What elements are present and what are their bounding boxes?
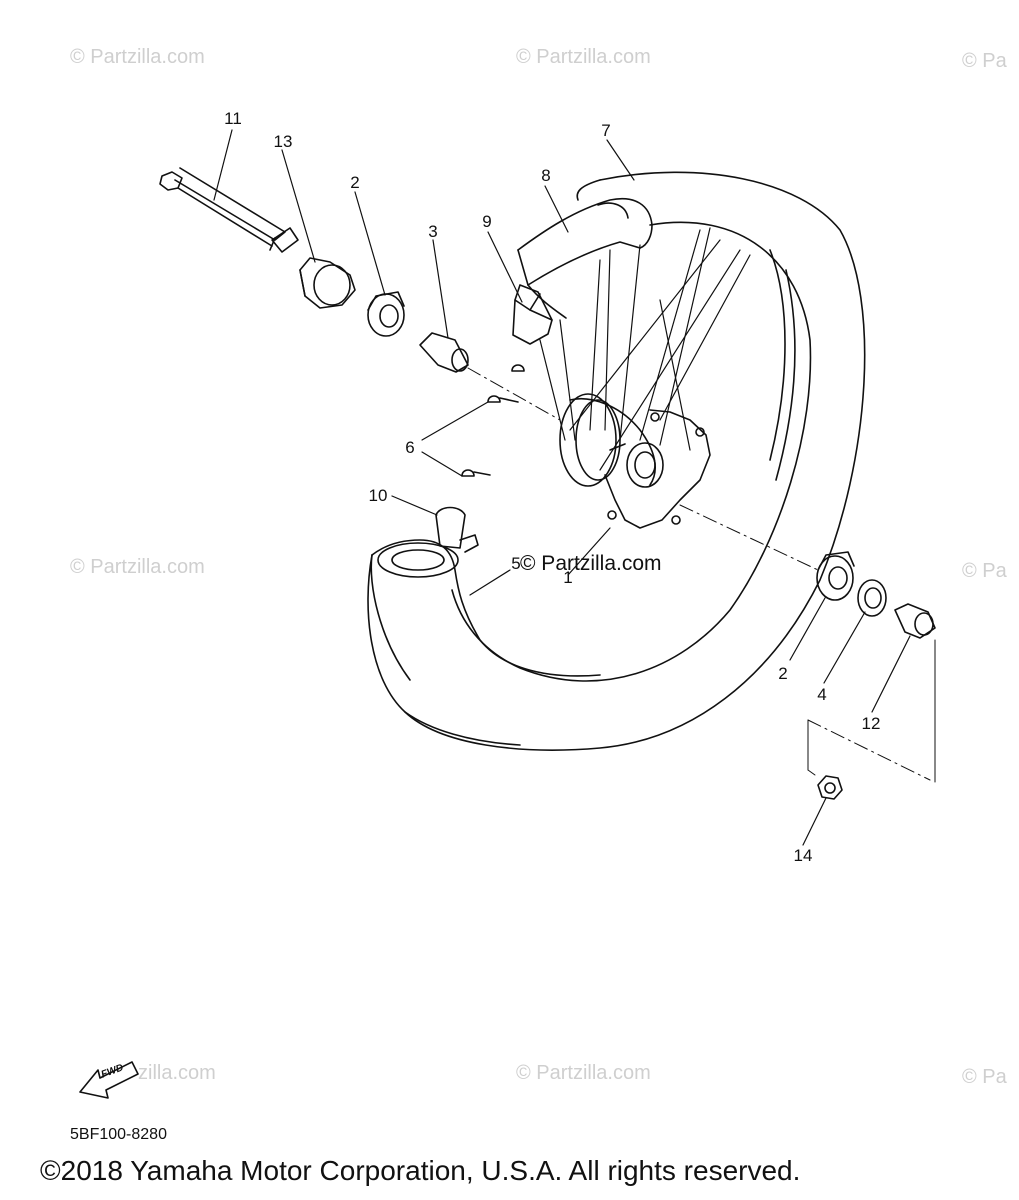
part-code: 5BF100-8280 [70,1126,167,1143]
callout-12: 12 [861,714,881,733]
watermark: zilla.com [138,1062,216,1084]
axle-nut [818,776,842,799]
leader-lines [214,130,910,845]
callout-4: 4 [817,685,827,704]
axle-collar [300,258,355,308]
valve-cap [436,508,478,553]
rim-band [518,199,652,318]
callout-8: 8 [541,166,551,185]
callout-1: 1 [563,568,573,587]
axle [160,168,298,252]
watermark: © Partzilla.com [70,556,205,578]
inner-tube [371,540,600,680]
rivets [462,365,524,476]
callout-11: 11 [224,109,242,128]
callout-13: 13 [273,132,293,151]
tire [368,172,865,750]
callout-3: 3 [428,222,438,241]
oil-seal [858,580,886,616]
callout-9: 9 [482,212,492,231]
callout-5: 5 [511,554,521,573]
callout-14: 14 [793,846,813,865]
spokes [540,228,750,470]
watermark: © Partzilla.com [516,1062,651,1084]
spacer-collar [420,333,468,372]
watermark: © Pa [962,560,1007,582]
assembly-axis-lines [468,368,930,780]
callout-2-top: 2 [350,173,360,192]
watermark: © Pa [962,50,1007,72]
callout-10: 10 [368,486,388,505]
valve-piece [513,285,552,344]
callout-7: 7 [601,121,611,140]
bearing-left [368,292,404,336]
watermark: © Pa [962,1066,1007,1088]
bracket-lines [808,640,935,782]
center-watermark: © Partzilla.com [520,552,662,575]
flanged-collar [895,604,935,638]
callout-2-right: 2 [778,664,788,683]
fwd-arrow-icon [80,1062,138,1098]
copyright-notice: ©2018 Yamaha Motor Corporation, U.S.A. A… [40,1155,801,1186]
bearing-right [817,552,854,600]
hub [560,394,710,528]
watermark: © Partzilla.com [516,46,651,68]
watermark: © Partzilla.com [70,46,205,68]
callout-6: 6 [405,438,415,457]
